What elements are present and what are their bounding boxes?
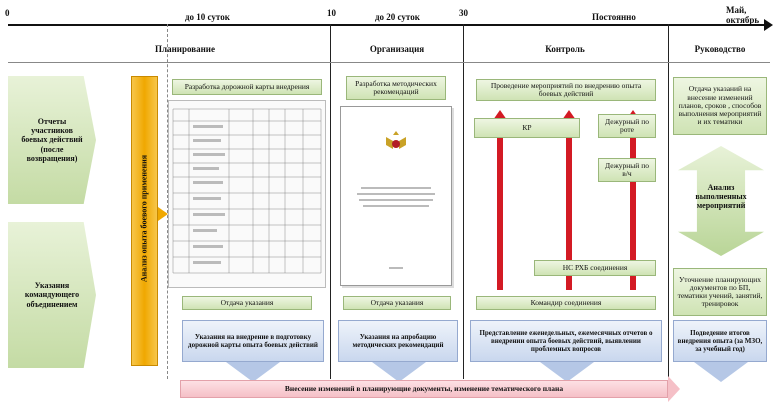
reports-box: Представление еженедельных, ежемесячных … xyxy=(470,320,662,362)
phase-organization: Организация xyxy=(369,44,425,54)
roadmap-table-doc xyxy=(168,100,326,288)
tick-30: 30 xyxy=(459,8,468,18)
tick-0: 0 xyxy=(5,8,10,18)
planning-order-box: Отдача указания xyxy=(182,296,312,310)
down-arrow-planning xyxy=(226,362,280,382)
red-line-3 xyxy=(630,118,636,290)
red-line-2 xyxy=(566,118,572,290)
timeline-arrowhead xyxy=(764,19,773,31)
changes-orders-box: Отдача указаний на внесение изменений пл… xyxy=(673,77,767,135)
timeline-axis xyxy=(8,24,770,26)
commander-orders-text: Указания командующего объединением xyxy=(24,281,80,309)
roadmap-box: Разработка дорожной карты внедрения xyxy=(172,79,322,95)
analysis-bar-label: Анализ опыта боевого применения xyxy=(139,154,149,283)
separator-permanent xyxy=(668,24,669,379)
red-arrowhead-2 xyxy=(562,110,576,120)
analysis-bar xyxy=(131,76,158,366)
down-arrow-control xyxy=(540,362,594,382)
duty-company-box: Дежурный по роте xyxy=(598,114,656,138)
phase-management: Руководство xyxy=(694,44,746,54)
kr-box: КР xyxy=(474,118,580,138)
phase-control: Контроль xyxy=(545,44,585,54)
veterans-reports-text: Отчеты участников боевых действий (после… xyxy=(21,117,83,163)
red-arrowhead-1 xyxy=(493,110,507,120)
tick-10: 10 xyxy=(327,8,336,18)
veterans-reports-box: Отчеты участников боевых действий (после… xyxy=(8,76,96,204)
methodology-box: Разработка методических рекомендаций xyxy=(346,76,446,100)
period-20: до 20 суток xyxy=(375,12,420,22)
period-may-october: Май, октябрь xyxy=(726,5,760,25)
methodology-doc xyxy=(340,106,452,286)
results-summary-box: Подведение итогов внедрения опыта (за МЗ… xyxy=(673,320,767,362)
separator-left xyxy=(167,24,168,379)
analysis-text: Анализ выполненных мероприятий xyxy=(695,183,747,210)
implementation-events-box: Проведение мероприятий по внедрению опыт… xyxy=(476,79,656,101)
commander-box: Командир соединения xyxy=(476,296,656,310)
header-underline xyxy=(8,62,770,63)
roadmap-table-image xyxy=(172,108,322,274)
duty-unit-box: Дежурный по в/ч xyxy=(598,158,656,182)
phase-planning: Планирование xyxy=(155,44,215,54)
period-10: до 10 суток xyxy=(185,12,230,22)
emblem-icon xyxy=(357,131,435,269)
red-line-1 xyxy=(497,118,503,290)
planning-instructions-box: Указания на внедрение в подготовку дорож… xyxy=(182,320,324,362)
commander-orders-box: Указания командующего объединением xyxy=(8,222,96,368)
clarify-documents-box: Уточнение планирующих документов по БП, … xyxy=(673,268,767,316)
footer-arrow xyxy=(668,376,680,402)
separator-30 xyxy=(463,24,464,379)
separator-10 xyxy=(330,24,331,379)
footer-banner: Внесение изменений в планирующие докумен… xyxy=(180,380,668,398)
ns-rkhb-box: НС РХБ соединения xyxy=(534,260,656,276)
organization-instructions-box: Указания на апробацию методических реком… xyxy=(338,320,458,362)
organization-order-box: Отдача указания xyxy=(343,296,451,310)
period-permanent: Постоянно xyxy=(592,12,636,22)
down-arrow-organization xyxy=(372,362,426,382)
down-arrow-management xyxy=(694,362,748,382)
analysis-bar-arrow xyxy=(158,207,168,221)
